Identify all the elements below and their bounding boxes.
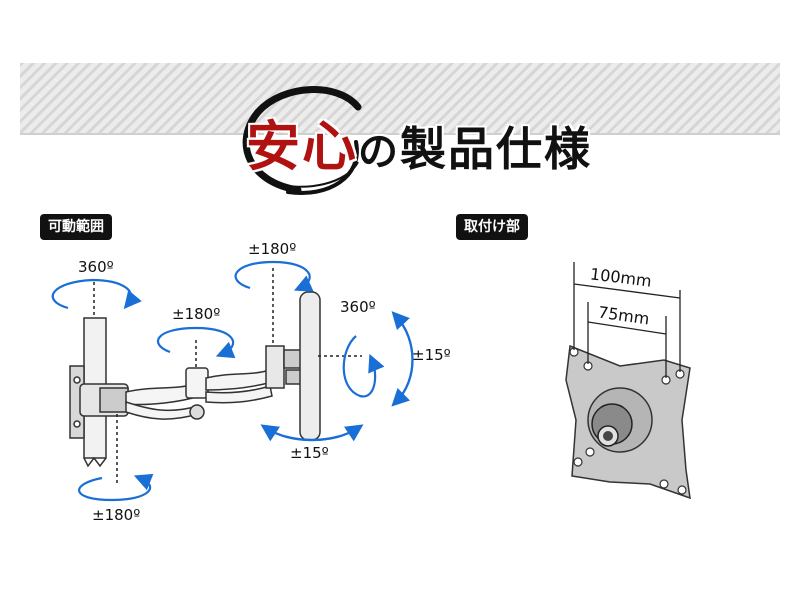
arrow-middle	[157, 326, 236, 359]
brush-circle-icon	[242, 86, 362, 195]
swing-arm	[125, 367, 273, 420]
vesa-plate	[565, 344, 691, 500]
header-banner	[20, 63, 780, 133]
title-part-no: の	[358, 128, 400, 175]
label-360-top-left: 360º	[78, 258, 114, 276]
arrow-vertical-tilt-reverse	[391, 311, 414, 403]
pole-clamp	[79, 383, 129, 417]
arrow-horizontal-tilt-reverse	[260, 424, 359, 442]
title-part-spec: 製品仕様	[400, 122, 592, 176]
rotation-arrows	[51, 260, 414, 502]
arrow-top-left	[51, 278, 142, 310]
label-180-bottom: ±180º	[92, 506, 141, 524]
label-15-horizontal: ±15º	[290, 444, 329, 462]
mounting-part-badge: 取付け部	[456, 214, 528, 240]
arrow-top-right	[234, 260, 314, 292]
label-180-top-right: ±180º	[248, 240, 297, 258]
page-title: 安心の製品仕様	[246, 102, 592, 181]
arrow-panel-rotation	[342, 335, 385, 398]
label-180-middle: ±180º	[172, 305, 221, 323]
range-of-motion-badge: 可動範囲	[40, 214, 112, 240]
label-15-vertical: ±15º	[412, 346, 451, 364]
title-part-anshin: 安心	[246, 114, 358, 178]
header-banner-edge	[20, 133, 780, 135]
rotation-axes	[93, 268, 362, 484]
display-panel	[299, 291, 321, 441]
label-360-panel: 360º	[340, 298, 376, 316]
dimension-lines	[573, 262, 681, 378]
title-block: 安心の製品仕様	[228, 82, 590, 200]
arrow-bottom	[78, 473, 154, 502]
